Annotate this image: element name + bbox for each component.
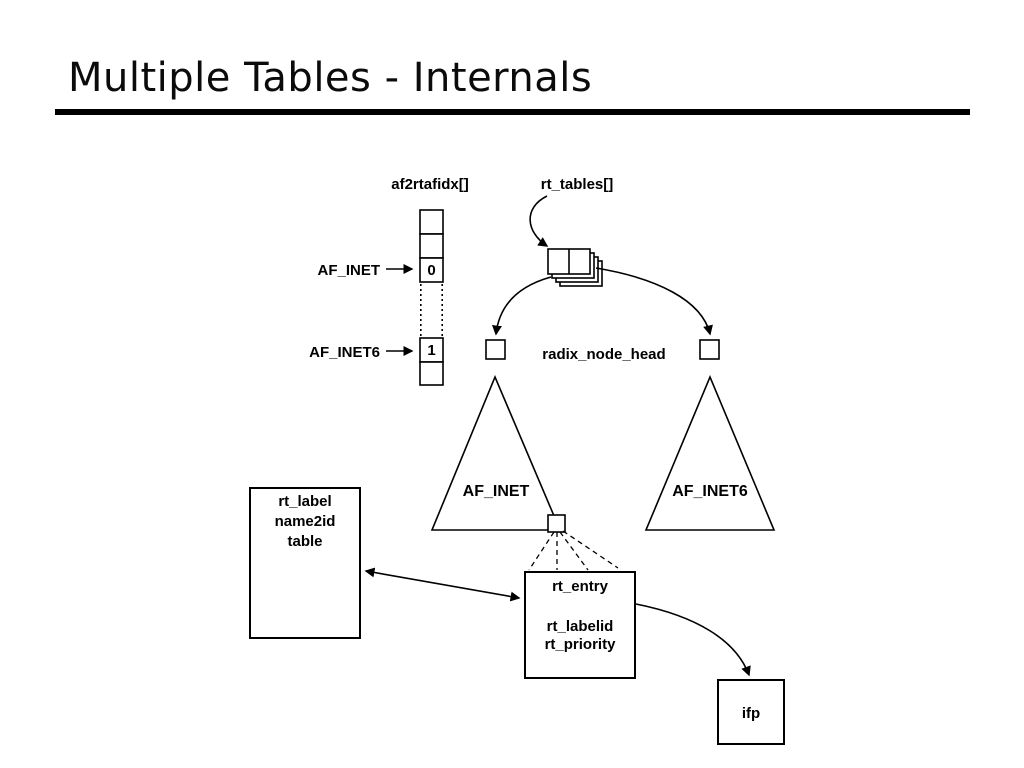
rt-label-box-outline [249,487,361,639]
af-inet6-pointer: AF_INET6 [309,344,414,361]
rt-entry-box: rt_entry rt_labelid rt_priority [524,571,636,679]
ifp-label: ifp [742,705,760,722]
rt-entry-title: rt_entry [552,578,609,595]
rt-entry-to-ifp-arrow [635,603,751,677]
leaf-dashed-link [559,531,589,571]
rt-label-line2: name2id [275,513,336,530]
array-cell-af-inet [419,257,444,283]
array-cell-inet6-value: 1 [427,342,435,359]
af-inet-label: AF_INET [317,262,380,279]
rt-entry-field-priority: rt_priority [545,636,617,653]
array-cell [419,209,444,235]
rt-label-table-box: rt_label name2id table [249,487,361,639]
af2rtafidx-array-title: af2rtafidx[] [391,176,469,193]
rt-entry-field-labelid: rt_labelid [547,618,614,635]
af-inet6-label: AF_INET6 [309,344,380,361]
rt-label-line3: table [287,533,322,550]
radix-head-inet-square [485,339,506,360]
rt-label-rt-entry-arrow [364,567,521,602]
leaf-dashed-link [528,531,555,571]
tree-leaf-node-square [547,514,566,533]
page-title: Multiple Tables - Internals [68,55,593,101]
array-cell [419,361,444,386]
stack-to-inet6-arrow [595,267,713,336]
array-cell [419,233,444,259]
leaf-dashed-link [562,530,619,569]
ifp-box: ifp [717,679,785,745]
radix-node-head-label: radix_node_head [542,346,665,363]
stack-to-inet-arrow [492,276,552,336]
ifp-outline [717,679,785,745]
radix-head-inet6-square [699,339,720,360]
rt-tables-title: rt_tables[] [541,176,614,193]
title-underline [55,109,970,115]
af2rtafidx-array: af2rtafidx[] 0 1 [391,176,469,386]
af-inet-pointer: AF_INET [317,262,414,279]
inet6-tree-triangle [644,374,776,531]
inet-tree-label: AF_INET [463,483,530,500]
rt-tables-arrow [529,195,549,247]
inet6-tree-label: AF_INET6 [672,483,748,500]
rt-entry-outline [524,571,636,679]
rt-label-line1: rt_label [278,493,331,510]
array-cell-inet-value: 0 [427,262,435,279]
rt-tables-stack: rt_tables[] [529,176,614,287]
inet-tree-triangle [430,374,562,531]
